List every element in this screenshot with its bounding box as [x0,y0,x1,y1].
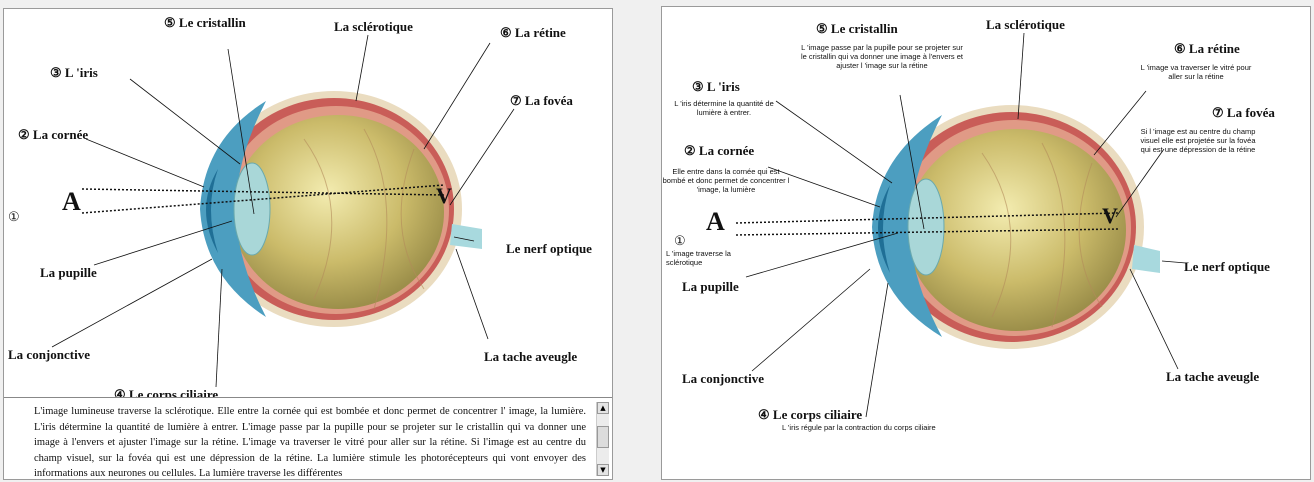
label-tache-aveugle: La tache aveugle [1166,369,1260,384]
label-point-v: V [1102,203,1118,228]
scroll-up-button[interactable]: ▲ [597,402,609,414]
label-corps-ciliaire: ④ Le corps ciliaire [758,407,863,422]
left-panel: ⑤ Le cristallin La sclérotique ⑥ La réti… [3,8,613,480]
eyeball-illustration [200,91,482,327]
label-cornee: ② La cornée [684,143,755,158]
light-rays [81,184,445,214]
label-fovea: ⑦ La fovéa [1212,105,1275,120]
label-fovea: ⑦ La fovéa [510,93,573,108]
pointer-lines [51,34,515,388]
description-textbox[interactable]: L'image lumineuse traverse la sclérotiqu… [4,397,612,479]
label-num1: ① [8,209,20,224]
vertical-scrollbar[interactable]: ▲ ▼ [596,402,609,476]
label-retine: ⑥ La rétine [500,25,566,40]
label-point-v: V [436,183,452,208]
label-cristallin: ⑤ Le cristallin [164,15,246,30]
label-cristallin: ⑤ Le cristallin [816,21,898,36]
label-point-a: A [706,207,725,236]
label-point-a: A [62,187,81,216]
label-sclerotique: La sclérotique [334,19,413,34]
right-eye-diagram [735,32,1187,418]
label-num1: ① [674,233,686,248]
note-retine: L 'image va traverser le vitré pour alle… [1140,63,1252,81]
label-cornee: ② La cornée [18,127,89,142]
label-pupille: La pupille [682,279,739,294]
label-iris: ③ L 'iris [692,79,740,94]
label-sclerotique: La sclérotique [986,17,1065,32]
label-conjonctive: La conjonctive [8,347,90,362]
note-num1: L 'image traverse la sclérotique [666,249,731,267]
note-iris: L 'iris détermine la quantité de lumière… [674,99,774,117]
note-fovea: Si l 'image est au centre du champ visue… [1140,127,1256,154]
note-cornee: Elle entre dans la cornée qui est bombé … [662,167,790,194]
label-iris: ③ L 'iris [50,65,98,80]
scroll-thumb[interactable] [597,426,609,448]
description-text: L'image lumineuse traverse la sclérotiqu… [34,406,586,479]
label-pupille: La pupille [40,265,97,280]
scroll-down-button[interactable]: ▼ [597,464,609,476]
eyeball-illustration [872,105,1160,349]
note-corps-ciliaire: L 'iris régule par la contraction du cor… [782,423,936,432]
label-nerf-optique: Le nerf optique [1184,259,1270,274]
note-cristallin: L 'image passe par la pupille pour se pr… [801,43,963,70]
right-panel: ⑤ Le cristallin L 'image passe par la pu… [661,6,1311,480]
label-nerf-optique: Le nerf optique [506,241,592,256]
left-eye-diagram [51,34,515,388]
label-retine: ⑥ La rétine [1174,41,1240,56]
pointer-lines [745,32,1187,418]
label-tache-aveugle: La tache aveugle [484,349,578,364]
label-conjonctive: La conjonctive [682,371,764,386]
